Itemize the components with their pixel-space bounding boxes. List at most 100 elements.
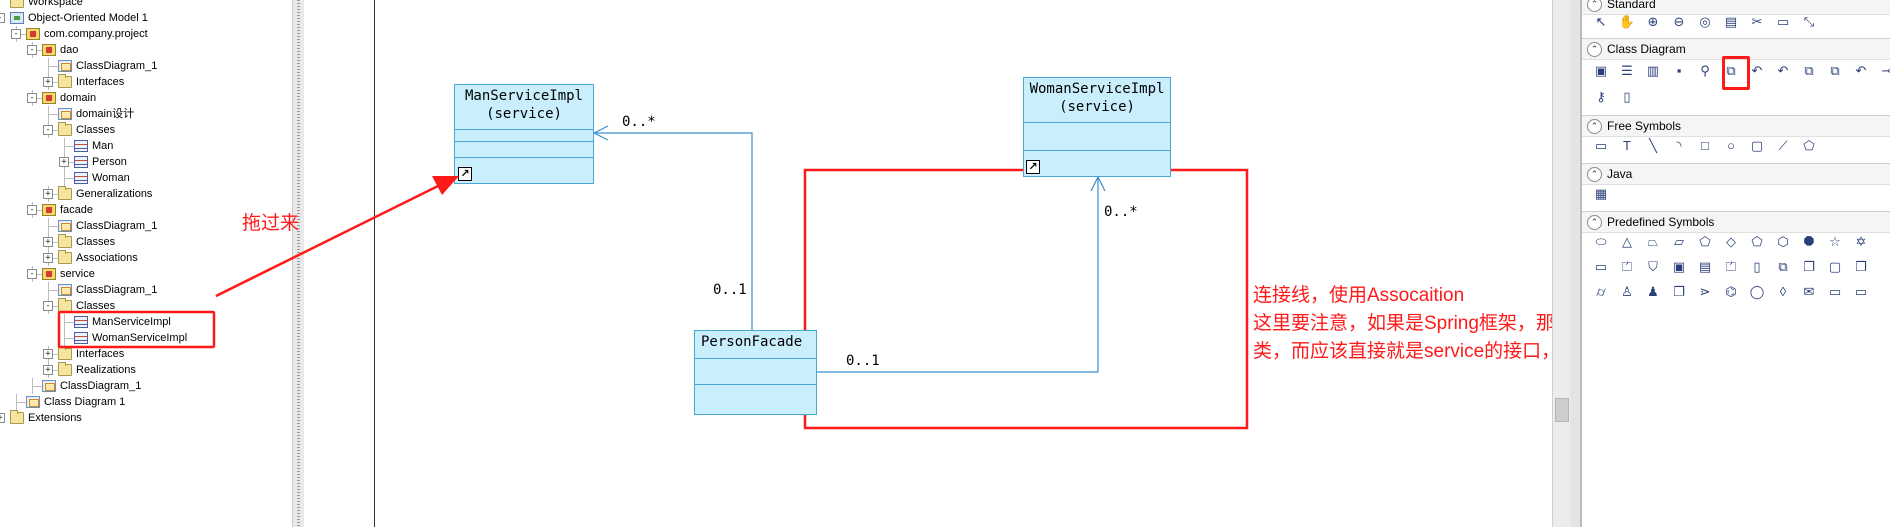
panel-shape-icon[interactable]: ▭ [1854,284,1868,299]
link-icon[interactable]: ⤡ [1803,14,1815,29]
tree-item[interactable]: -Classes [0,298,292,314]
tree-item[interactable]: -Object-Oriented Model 1 [0,10,292,26]
title-icon[interactable]: ▭ [1594,138,1608,153]
pentagon-left-icon[interactable]: ⬠ [1699,234,1711,249]
package-tool-icon[interactable]: ▣ [1594,63,1608,78]
hexagon-shape-icon[interactable]: ⬡ [1777,234,1789,249]
port-tool-icon[interactable]: ▪ [1676,63,1682,78]
tree-item[interactable]: ClassDiagram_1 [0,282,292,298]
palette-section-header[interactable]: ⌃Class Diagram [1582,38,1890,60]
collapse-toggle[interactable]: - [27,205,37,215]
zoom-in-icon[interactable]: ⊕ [1647,14,1659,29]
text-icon[interactable]: T [1623,138,1631,153]
tree-item[interactable]: +Classes [0,234,292,250]
chevron-shape-icon[interactable]: ⋗ [1699,284,1711,299]
canvas-vertical-scrollbar[interactable] [1552,0,1570,527]
tree-item[interactable]: domain设计 [0,106,292,122]
tree-item[interactable]: +Interfaces [0,346,292,362]
zoom-fit-icon[interactable]: ◎ [1699,14,1711,29]
tree-item[interactable]: -service [0,266,292,282]
diagram-canvas[interactable]: ManServiceImpl (service) ↗ WomanServiceI… [375,0,1805,527]
class-woman-service-impl[interactable]: WomanServiceImpl (service) ↗ [1023,77,1171,177]
tree-item[interactable]: WomanServiceImpl [0,330,292,346]
file-tool-icon[interactable]: ▯ [1623,89,1631,104]
expand-toggle[interactable]: + [43,349,53,359]
multi-doc-shape-icon[interactable]: ⧉ [1778,259,1788,274]
tree-item[interactable]: ClassDiagram_1 [0,58,292,74]
interface-tool-icon[interactable]: ▥ [1646,63,1660,78]
pointer-icon[interactable]: ↖ [1595,14,1607,29]
class-tool-icon[interactable]: ☰ [1621,63,1633,78]
expand-toggle[interactable]: + [43,77,53,87]
palette-section-header[interactable]: ⌃Java [1582,163,1890,185]
frame-shape-icon[interactable]: ▣ [1672,259,1686,274]
class-man-service-impl[interactable]: ManServiceImpl (service) ↗ [454,84,594,184]
aggregation-tool-icon[interactable]: ↶ [1751,63,1763,78]
actor-shape-icon[interactable]: ♙ [1621,284,1633,299]
tree-item[interactable]: -domain [0,90,292,106]
association-tool-icon[interactable]: ⧉ [1726,63,1736,78]
trapezoid-shape-icon[interactable]: ⏢ [1647,234,1659,249]
box3d-shape-icon[interactable]: ❒ [1855,259,1867,274]
tree-item[interactable]: +Person [0,154,292,170]
class-person-facade[interactable]: PersonFacade [694,330,817,415]
tree-item[interactable]: +Realizations [0,362,292,378]
java-bean-icon[interactable]: ▦ [1594,186,1608,201]
octagon-shape-icon[interactable]: ⯃ [1803,234,1815,249]
collapse-toggle[interactable]: - [43,125,53,135]
arc-icon[interactable]: ◝ [1676,138,1682,153]
shield-shape-icon[interactable]: ⛉ [1648,259,1658,274]
collapse-chevron-icon[interactable]: ⌃ [1587,0,1602,12]
collapse-toggle[interactable]: - [27,45,37,55]
zoom-out-icon[interactable]: ⊖ [1673,14,1685,29]
collapse-toggle[interactable]: - [0,13,5,23]
collapse-chevron-icon[interactable]: ⌃ [1587,167,1602,182]
association-man-line[interactable] [594,132,753,330]
collapse-toggle[interactable]: - [27,93,37,103]
palette-section-header[interactable]: ⌃Predefined Symbols [1582,211,1890,233]
generalization-tool-icon[interactable]: ⚲ [1700,63,1710,78]
tree-item[interactable]: -com.company.project [0,26,292,42]
extra-tool-icon[interactable]: ⚷ [1596,89,1606,104]
properties-icon[interactable]: ▤ [1724,14,1738,29]
line-icon[interactable]: ╲ [1649,138,1657,153]
ellipse-icon[interactable]: ○ [1727,138,1735,153]
tree-item[interactable]: Man [0,138,292,154]
card-shape-icon[interactable]: ▭ [1594,259,1608,274]
cylinder-shape-icon[interactable]: ⌭ [1596,284,1606,299]
polygon-icon[interactable]: ⬠ [1803,138,1815,153]
collapse-toggle[interactable]: - [43,301,53,311]
diamond-shape-icon[interactable]: ◇ [1726,234,1736,249]
composition-tool-icon[interactable]: ↶ [1777,63,1789,78]
box2-shape-icon[interactable]: ❐ [1673,284,1685,299]
screen-shape-icon[interactable]: ▭ [1828,284,1842,299]
tree-item[interactable]: +Generalizations [0,186,292,202]
hand-icon[interactable]: ✋ [1618,14,1636,29]
rounded-rect-icon[interactable]: ▢ [1750,138,1764,153]
collapse-toggle[interactable]: - [27,269,37,279]
ellipse-shape-icon[interactable]: ⬭ [1595,234,1607,249]
inner-link-tool-icon[interactable]: ↶ [1855,63,1867,78]
pentagon-shape-icon[interactable]: ⬠ [1751,234,1763,249]
star6-shape-icon[interactable]: ✡ [1855,234,1867,249]
callout-shape-icon[interactable]: ◯ [1749,284,1765,299]
tree-item[interactable]: +Interfaces [0,74,292,90]
expand-toggle[interactable]: + [43,365,53,375]
cut-icon[interactable]: ✂ [1751,14,1763,29]
display-shape-icon[interactable]: ⌬ [1725,284,1737,299]
tree-item[interactable]: -facade [0,202,292,218]
collapse-chevron-icon[interactable]: ⌃ [1587,119,1602,134]
tree-item[interactable]: Workspace [0,0,292,10]
palette-section-header[interactable]: ⌃Standard [1582,0,1890,15]
palette-section-header[interactable]: ⌃Free Symbols [1582,115,1890,137]
realization-tool-icon[interactable]: ⧉ [1830,63,1840,78]
tree-item[interactable]: +Associations [0,250,292,266]
workspace-tree[interactable]: Workspace-Object-Oriented Model 1-com.co… [0,0,292,527]
box-shape-icon[interactable]: ▢ [1828,259,1842,274]
dependency-tool-icon[interactable]: ⧉ [1804,63,1814,78]
association-woman-line[interactable] [816,177,1099,373]
tree-item[interactable]: ClassDiagram_1 [0,378,292,394]
tab-shape-icon[interactable]: ⏍ [1622,259,1632,274]
parallelogram-shape-icon[interactable]: ▱ [1674,234,1684,249]
polyline-icon[interactable]: ⟋ [1778,138,1788,153]
